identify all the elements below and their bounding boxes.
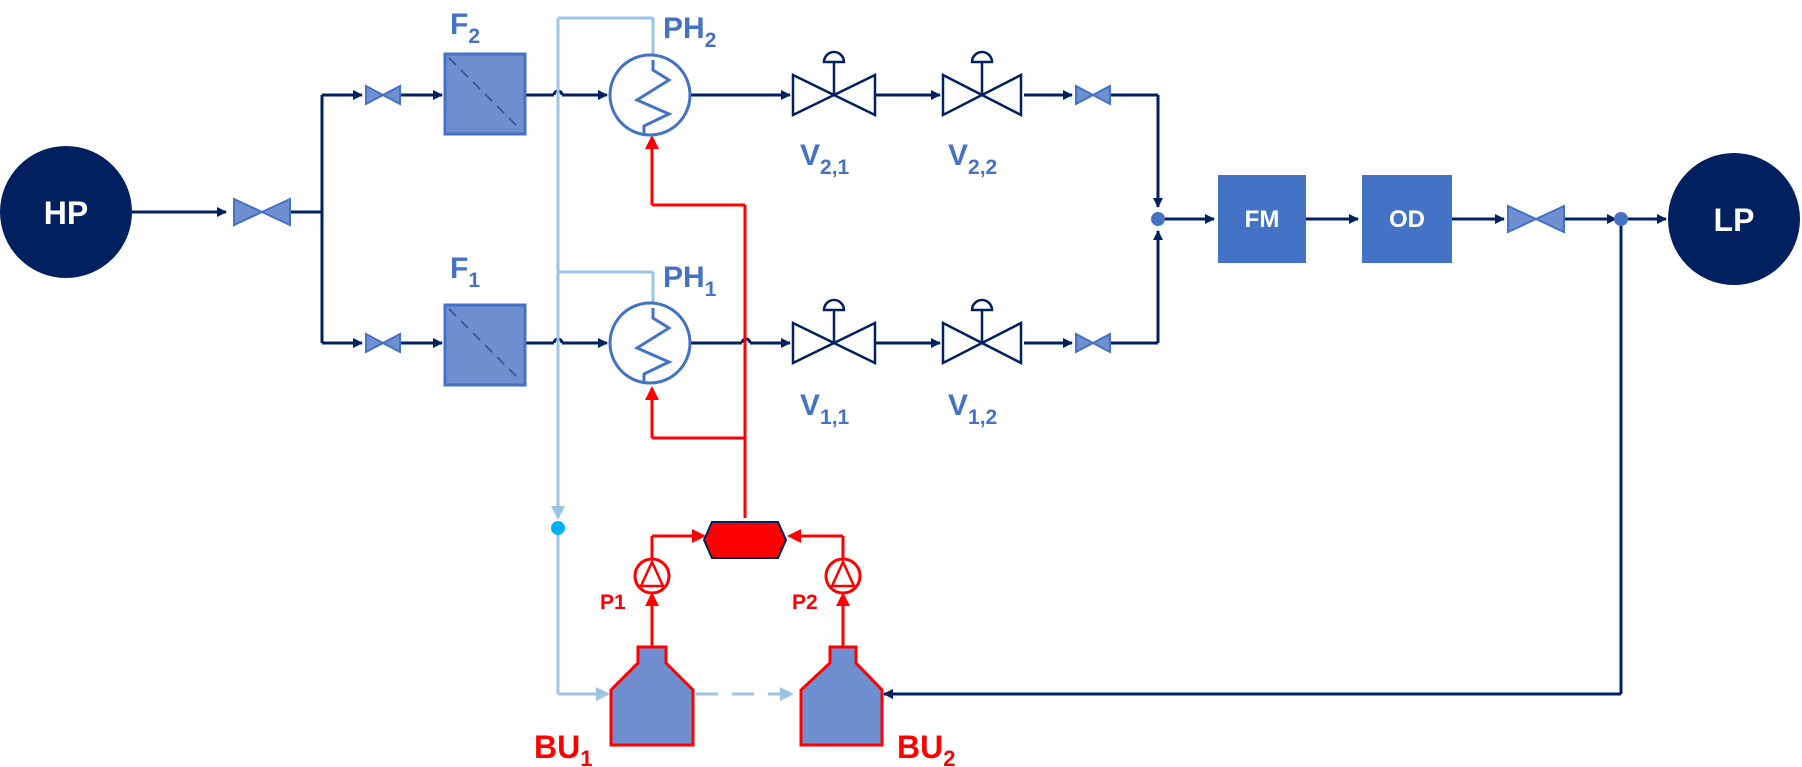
main-piping bbox=[132, 89, 1667, 699]
inlet-valve bbox=[233, 197, 291, 227]
buffer-tank-bu2 bbox=[799, 645, 884, 747]
control-valve-v12 bbox=[941, 298, 1023, 366]
merge-junction-dot bbox=[1151, 212, 1165, 226]
preheater-ph1 bbox=[608, 301, 692, 385]
filter-f2 bbox=[443, 52, 527, 136]
filter-f1-label: F1 bbox=[450, 252, 480, 292]
control-valve-v11 bbox=[791, 298, 877, 366]
fm-label: FM bbox=[1245, 206, 1280, 233]
preheater-ph2-label: PH2 bbox=[663, 12, 716, 52]
manual-valve-top-outlet bbox=[1075, 84, 1111, 106]
electric-heater bbox=[702, 521, 788, 559]
outlet-valve bbox=[1507, 204, 1565, 234]
control-valve-v11-label: V1,1 bbox=[800, 389, 850, 429]
pump-p2 bbox=[824, 557, 862, 595]
control-valve-v22 bbox=[941, 50, 1023, 118]
hp-label: HP bbox=[44, 195, 88, 231]
manual-valve-f2-inlet bbox=[365, 84, 401, 106]
control-valve-v21-label: V2,1 bbox=[800, 139, 850, 179]
cooling-return-piping bbox=[551, 16, 794, 701]
low-pressure-sink: LP bbox=[1668, 153, 1800, 285]
filter-f2-label: F2 bbox=[450, 8, 480, 48]
lp-label: LP bbox=[1714, 202, 1755, 238]
pump-p1 bbox=[633, 557, 671, 595]
oxygen-detector: OD bbox=[1362, 175, 1452, 263]
flow-meter: FM bbox=[1218, 175, 1306, 263]
manual-valve-f1-inlet bbox=[365, 332, 401, 354]
control-valve-v12-label: V1,2 bbox=[948, 389, 997, 429]
junction-dot-cyan bbox=[551, 521, 565, 535]
od-label: OD bbox=[1389, 206, 1425, 233]
filter-f1 bbox=[443, 303, 527, 387]
buffer-tank-bu1-label: BU1 bbox=[534, 729, 592, 767]
manual-valve-bottom-outlet bbox=[1075, 332, 1111, 354]
split-junction-dot bbox=[1614, 212, 1628, 226]
preheater-ph1-label: PH1 bbox=[663, 261, 717, 301]
pump-p1-label: P1 bbox=[600, 591, 626, 614]
buffer-tank-bu2-label: BU2 bbox=[897, 729, 955, 767]
control-valve-v21 bbox=[791, 50, 877, 118]
control-valve-v22-label: V2,2 bbox=[948, 139, 997, 179]
preheater-ph2 bbox=[608, 53, 692, 137]
high-pressure-source: HP bbox=[0, 146, 132, 278]
pump-p2-label: P2 bbox=[792, 591, 818, 614]
buffer-tank-bu1 bbox=[609, 645, 695, 747]
